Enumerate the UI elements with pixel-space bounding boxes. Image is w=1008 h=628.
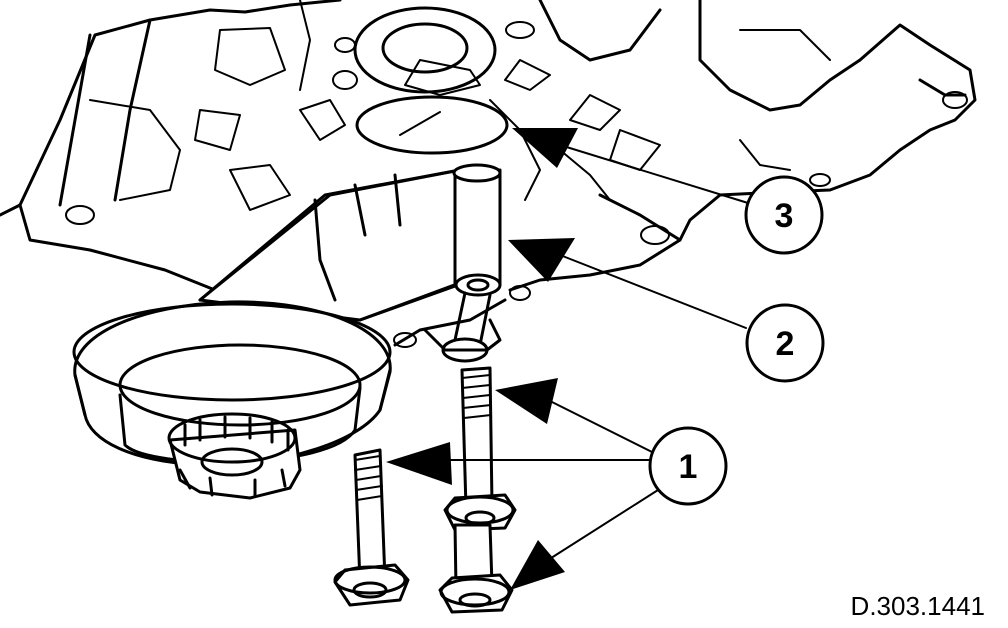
arrowhead-2 [508, 238, 575, 282]
arrowhead-1c [510, 540, 565, 590]
bolt-left [333, 448, 410, 607]
o-ring [355, 95, 509, 155]
arrowhead-1a [386, 442, 452, 485]
bolt-right-upper [443, 366, 517, 532]
pickup-tube [423, 163, 502, 363]
port-opening [353, 6, 497, 94]
callout-1: 1 [648, 426, 728, 506]
svg-text:1: 1 [679, 448, 698, 486]
arrowhead-1b [495, 378, 558, 424]
arrowhead-3 [512, 128, 578, 168]
bolt-right-lower [438, 523, 514, 614]
callout-2: 2 [745, 303, 825, 383]
svg-text:3: 3 [775, 197, 794, 235]
leader-lines [386, 128, 749, 590]
svg-text:2: 2 [776, 325, 795, 363]
engine-housing [0, 0, 977, 348]
callout-3: 3 [744, 175, 824, 255]
drive-hub [167, 412, 302, 500]
figure-reference-code: D.303.1441 [851, 591, 985, 621]
pulley-flange [72, 300, 392, 467]
